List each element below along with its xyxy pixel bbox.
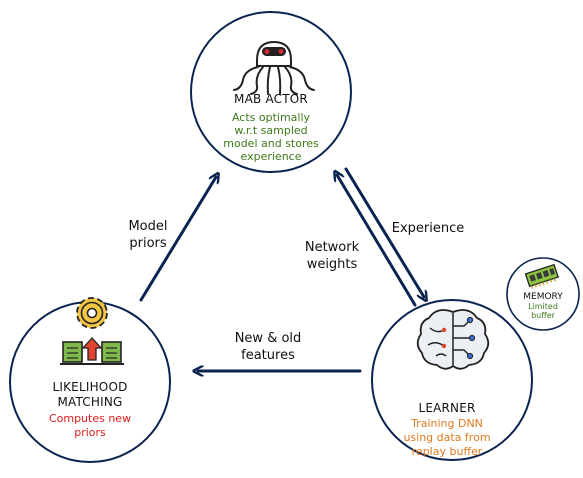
matching-title-line: LIKELIHOOD xyxy=(52,380,127,394)
actor-desc-line: model and stores xyxy=(223,137,319,150)
learner-desc-line: replay buffer xyxy=(412,445,483,458)
memory-desc-line: buffer xyxy=(531,311,556,320)
octopus-robot-icon xyxy=(233,40,315,95)
actor-title: MAB ACTOR xyxy=(234,92,308,106)
learner-node xyxy=(371,299,533,461)
network-weights-label-line: weights xyxy=(307,257,358,272)
model-priors-label-line: Model xyxy=(128,219,167,234)
experience-arrow xyxy=(344,167,424,297)
matching-desc-line: priors xyxy=(74,426,106,439)
features-label-line: features xyxy=(241,348,295,363)
memory-title: MEMORY xyxy=(523,292,563,302)
learner-title: LEARNER xyxy=(418,401,475,415)
model-priors-label-line: priors xyxy=(129,236,167,251)
actor-node xyxy=(190,11,352,173)
network-weights-arrow xyxy=(337,175,417,307)
memory-node xyxy=(506,257,580,331)
memory-desc-line: Limited xyxy=(528,302,558,311)
network-weights-label-line: Network xyxy=(305,240,360,255)
actor-desc-line: w.r.t sampled xyxy=(234,124,307,137)
learner-desc-line: using data from xyxy=(403,431,490,444)
matching-title-line: MATCHING xyxy=(57,395,122,409)
model-priors-arrow xyxy=(139,177,216,302)
brain-circuit-icon xyxy=(416,309,490,370)
memory-chip-icon xyxy=(524,263,559,289)
matching-desc-line: Computes new xyxy=(49,412,131,425)
learner-desc-line: Training DNN xyxy=(410,417,483,430)
gear-books-icon xyxy=(60,297,124,365)
experience-label: Experience xyxy=(392,221,465,236)
actor-desc-line: Acts optimally xyxy=(232,111,311,124)
actor-desc-line: experience xyxy=(241,150,302,163)
features-label-line: New & old xyxy=(235,331,302,346)
